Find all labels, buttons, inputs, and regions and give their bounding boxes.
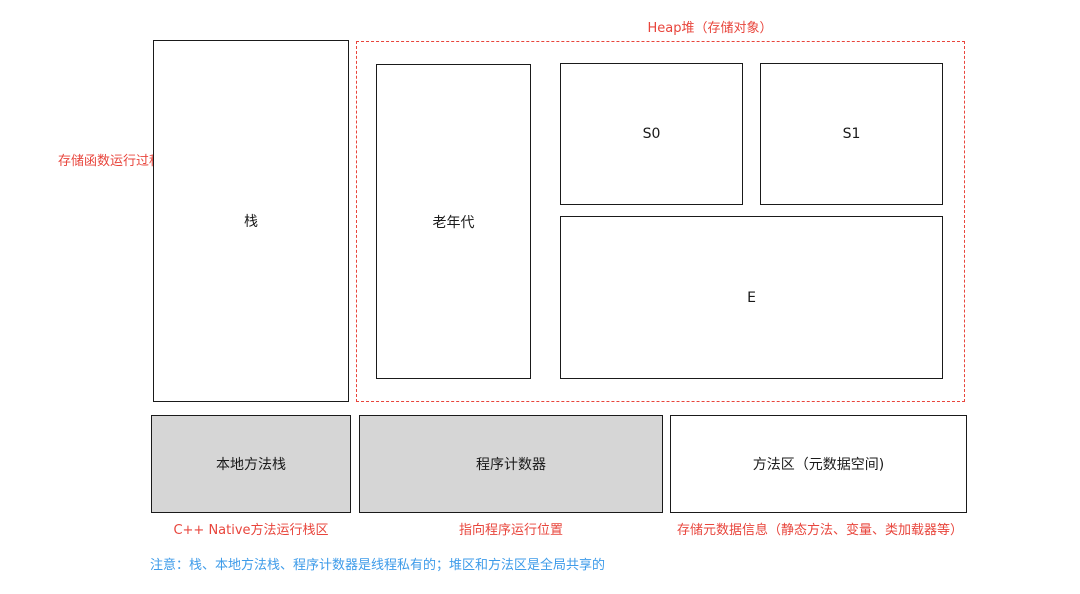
native-method-stack-box: 本地方法栈 [151, 415, 351, 513]
survivor-s0-label: S0 [642, 126, 661, 142]
old-generation-box: 老年代 [376, 64, 531, 379]
stack-label: 栈 [244, 214, 258, 230]
method-area-box: 方法区（元数据空间) [670, 415, 967, 513]
survivor-s1-box: S1 [760, 63, 943, 205]
native-method-stack-label: 本地方法栈 [216, 457, 286, 473]
program-counter-label: 程序计数器 [476, 457, 546, 473]
survivor-s0-box: S0 [560, 63, 743, 205]
program-counter-annotation: 指向程序运行位置 [458, 523, 563, 538]
heap-title: Heap堆（存储对象） [647, 21, 773, 36]
method-area-annotation: 存储元数据信息（静态方法、变量、类加载器等） [676, 523, 963, 538]
native-stack-annotation: C++ Native方法运行栈区 [173, 523, 329, 538]
method-area-label: 方法区（元数据空间) [752, 457, 885, 473]
heap-region [356, 41, 965, 402]
eden-label: E [747, 289, 756, 306]
stack-box: 栈 [153, 40, 349, 402]
program-counter-box: 程序计数器 [359, 415, 663, 513]
old-generation-label: 老年代 [432, 214, 475, 231]
eden-box: E [560, 216, 943, 379]
sharing-note: 注意：栈、本地方法栈、程序计数器是线程私有的；堆区和方法区是全局共享的 [150, 558, 606, 573]
survivor-s1-label: S1 [842, 126, 861, 142]
